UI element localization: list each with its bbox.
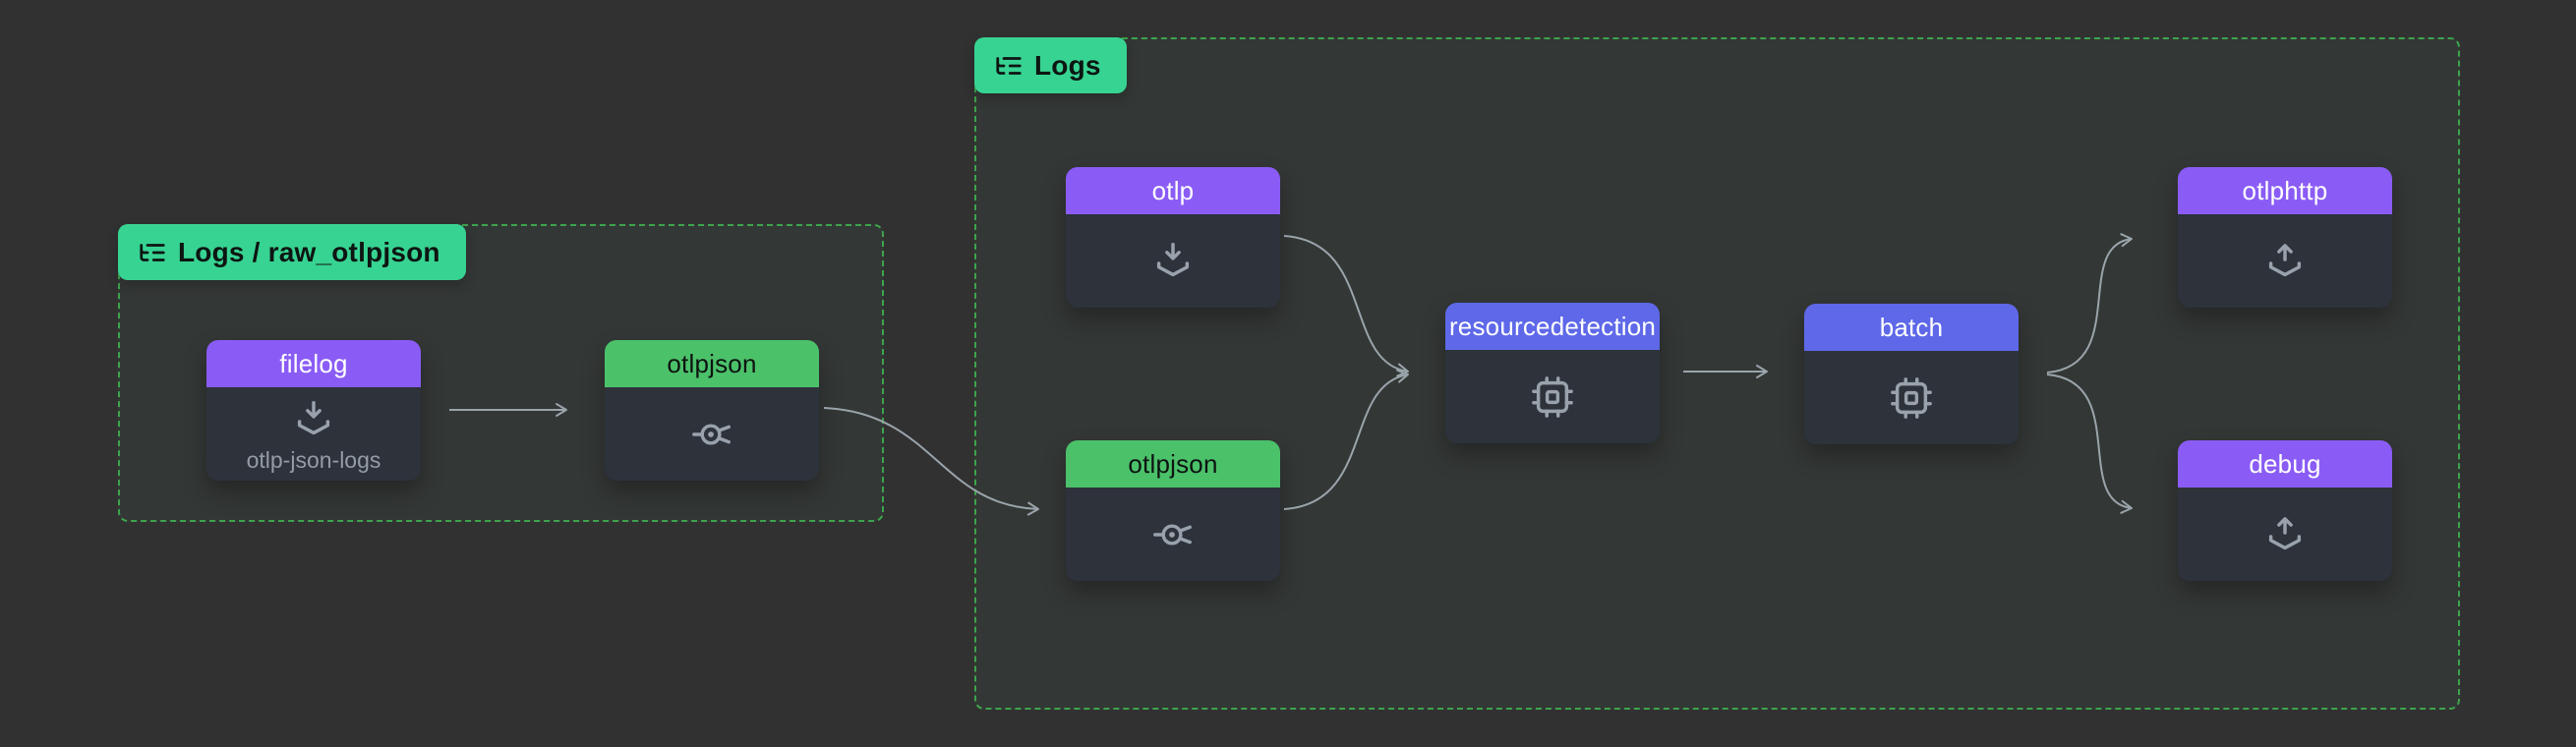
group-logs-raw-otlpjson: Logs / raw_otlpjson filelog otlp-json-lo… bbox=[118, 224, 884, 522]
node-resourcedetection-title: resourcedetection bbox=[1445, 303, 1660, 350]
receiver-icon bbox=[297, 400, 330, 434]
node-otlpjson-logs[interactable]: otlpjson bbox=[1066, 440, 1280, 581]
exporter-icon bbox=[2268, 516, 2302, 549]
node-debug[interactable]: debug bbox=[2178, 440, 2392, 581]
connector-icon bbox=[1153, 523, 1192, 546]
group-label: Logs bbox=[1034, 49, 1101, 81]
group-tab-logs-raw-otlpjson: Logs / raw_otlpjson bbox=[118, 224, 466, 280]
processor-icon bbox=[1891, 376, 1932, 419]
node-filelog-sublabel: otlp-json-logs bbox=[246, 446, 381, 473]
node-otlpjson-logs-title: otlpjson bbox=[1066, 440, 1280, 488]
node-debug-title: debug bbox=[2178, 440, 2392, 488]
connector-icon bbox=[692, 423, 731, 445]
group-tab-logs: Logs bbox=[974, 37, 1127, 93]
group-logs: Logs otlp otlpjson bbox=[974, 37, 2460, 710]
group-label: Logs / raw_otlpjson bbox=[178, 236, 440, 267]
node-otlpjson-raw-title: otlpjson bbox=[605, 340, 819, 387]
node-otlp[interactable]: otlp bbox=[1066, 167, 1280, 308]
receiver-icon bbox=[1156, 242, 1190, 276]
node-filelog[interactable]: filelog otlp-json-logs bbox=[206, 340, 421, 481]
node-otlpjson-raw[interactable]: otlpjson bbox=[605, 340, 819, 481]
node-batch-title: batch bbox=[1804, 304, 2019, 351]
node-otlp-title: otlp bbox=[1066, 167, 1280, 214]
processor-icon bbox=[1532, 375, 1573, 418]
exporter-icon bbox=[2268, 243, 2302, 276]
list-tree-icon bbox=[140, 243, 165, 261]
node-otlphttp[interactable]: otlphttp bbox=[2178, 167, 2392, 308]
node-batch[interactable]: batch bbox=[1804, 304, 2019, 444]
node-resourcedetection[interactable]: resourcedetection bbox=[1445, 303, 1660, 443]
node-otlphttp-title: otlphttp bbox=[2178, 167, 2392, 214]
list-tree-icon bbox=[996, 56, 1022, 75]
node-filelog-title: filelog bbox=[206, 340, 421, 387]
